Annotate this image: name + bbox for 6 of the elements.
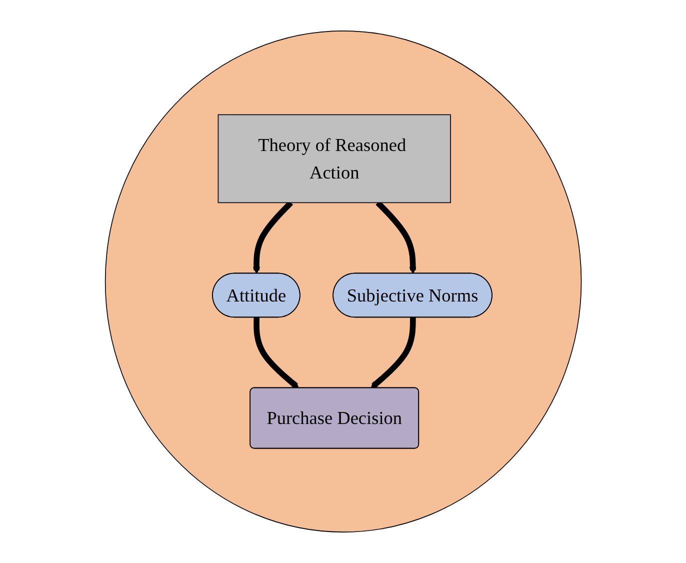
arrow	[375, 200, 416, 274]
cluster	[104, 30, 582, 532]
arrow	[370, 318, 416, 388]
arrow	[253, 318, 299, 388]
arrow	[252, 200, 293, 274]
node-box: Theory of Reasoned Action	[217, 114, 451, 204]
